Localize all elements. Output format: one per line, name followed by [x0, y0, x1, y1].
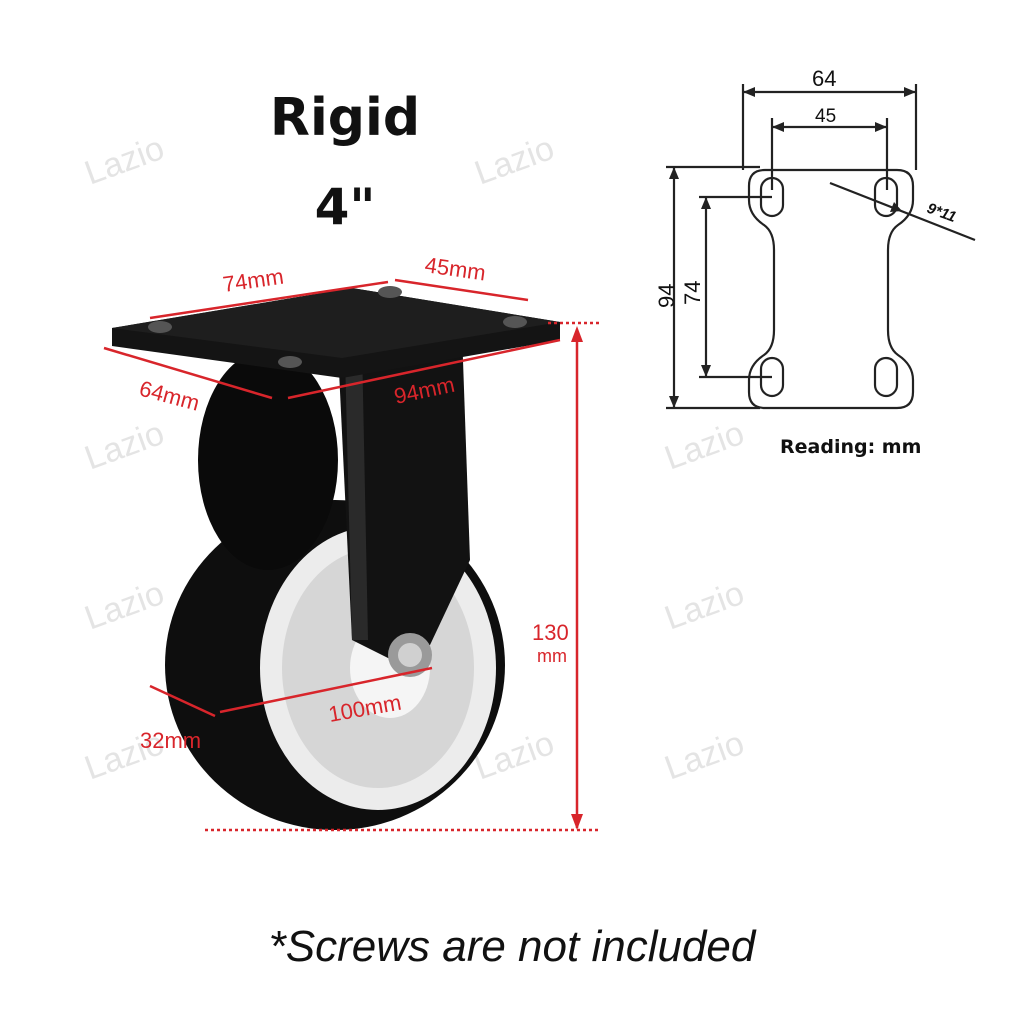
watermark: Lazio: [80, 129, 169, 193]
watermark: Lazio: [80, 414, 169, 478]
plate-hole: [378, 286, 402, 298]
plate-width-outer: 64: [812, 66, 836, 91]
plate-height-outer: 94: [654, 284, 679, 308]
plate-length-label: 74mm: [221, 264, 285, 297]
fork-leg: [338, 332, 470, 660]
height-label: 130: [532, 620, 569, 645]
watermark: Lazio: [660, 414, 749, 478]
page-title: Rigid: [269, 88, 421, 148]
size-label: 4": [314, 178, 376, 236]
wheel-width-label: 32mm: [140, 728, 201, 753]
caster-dimension-lines: [103, 278, 602, 832]
watermark: Lazio: [660, 574, 749, 638]
wheel-rear: [198, 350, 338, 570]
plate-width-label: 64mm: [137, 376, 203, 416]
drawing-arrowheads: [669, 87, 916, 408]
units-note: Reading: mm: [780, 436, 922, 458]
plate-hole: [503, 316, 527, 328]
watermark: Lazio: [80, 574, 169, 638]
height-unit-label: mm: [537, 646, 567, 666]
hole-spacing-label: 45mm: [423, 252, 487, 285]
plate-outline: [747, 168, 915, 410]
plate-width-inner: 45: [815, 106, 836, 127]
caster-wheel-illustration: [112, 286, 560, 830]
plate-hole: [148, 321, 172, 333]
slot-hole: [873, 356, 899, 398]
screws-note: *Screws are not included: [268, 922, 756, 971]
watermark: Lazio: [470, 129, 559, 193]
top-plate-drawing: [666, 84, 976, 410]
plate-hole: [278, 356, 302, 368]
plate-height-inner: 74: [680, 281, 705, 305]
watermark: Lazio: [660, 724, 749, 788]
